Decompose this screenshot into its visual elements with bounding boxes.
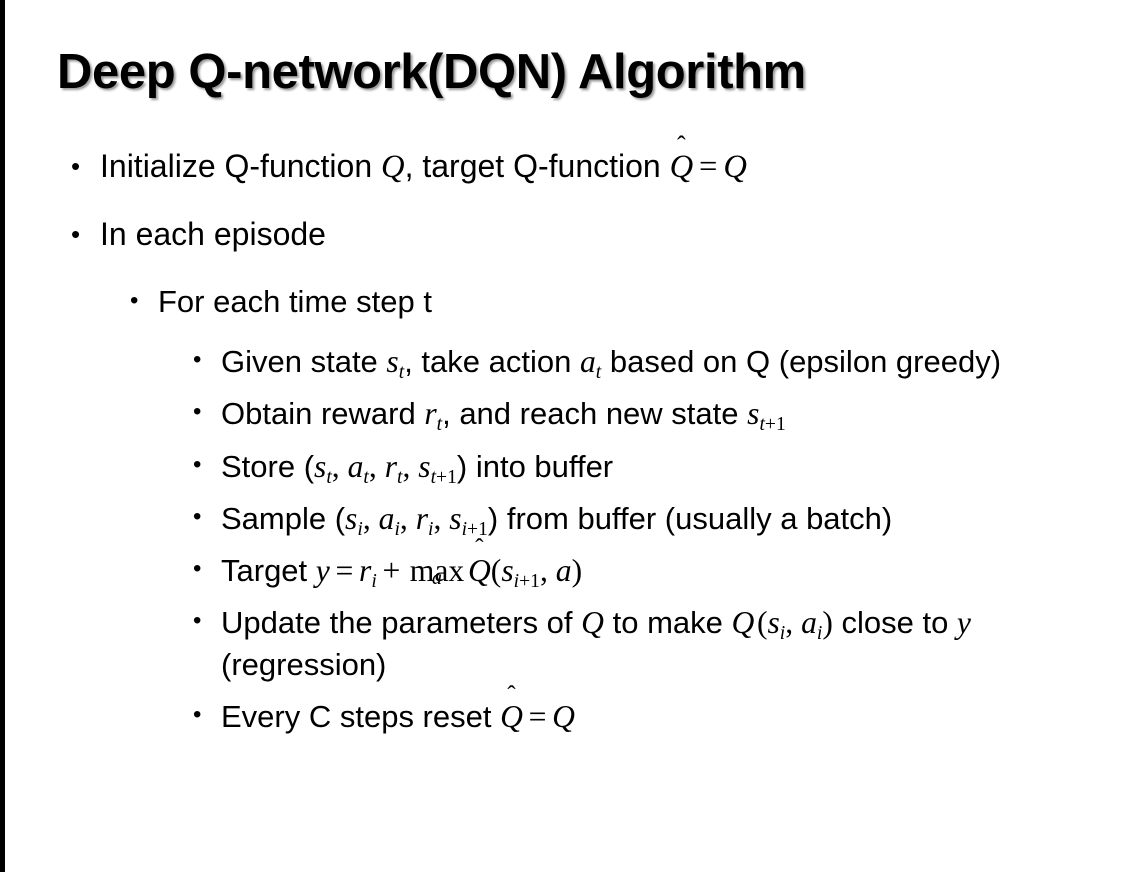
text-run: Target [221,552,316,588]
bullet-marker: • [193,398,202,426]
math-tuple-t: st, at, rt, st+1 [314,448,457,488]
bullet-text: Update the parameters of Q to make Q (si… [221,601,1073,686]
text-run: ) into buffer [456,448,614,484]
text-run: to make [603,605,732,641]
math-q-hat-equals-q: ̂Q=Q [670,149,747,185]
text-run: Given state [221,344,387,380]
bullet-given-state-take-action: • Given state st, take action at based o… [193,340,1073,383]
bullet-for-each-time-step: • For each time step t [130,282,1070,322]
q-hat-group: ̂Q [467,552,491,588]
bullet-marker: • [71,151,81,181]
bullet-target-equation: • Target y=ri+maxâQ(si+1, a) [193,549,1073,592]
bullet-text: Initialize Q-function Q, target Q-functi… [100,146,1071,188]
level-three-bullet-list: • Given state st, take action at based o… [0,340,1124,738]
math-a-t: at [579,344,602,384]
bullet-marker: • [193,554,202,582]
math-q: Q [381,149,405,185]
text-run: Sample ( [221,500,346,536]
q-hat-group: ̂Q [669,149,694,185]
math-q-hat-equals-q: ̂Q=Q [500,699,575,734]
bullet-in-each-episode: • In each episode [71,214,1071,256]
text-run: ) from buffer (usually a batch) [487,500,893,536]
bullet-marker: • [193,502,202,530]
bullet-store-transition-into-buffer: • Store (st, at, rt, st+1) into buffer [193,445,1073,488]
bullet-marker: • [193,346,202,374]
equals-sign: = [528,699,547,735]
text-run: (regression) [221,647,387,683]
slide-title: Deep Q-network(DQN) Algorithm [57,45,806,99]
text-run: Initialize Q-function [100,148,382,184]
math-q-of-s-i-a-i: Q (si, ai) [731,605,833,644]
math-r-t: rt [424,396,443,436]
bullet-marker: • [193,607,202,635]
text-run: , take action [404,344,580,380]
text-run: based on Q (epsilon greedy) [601,344,1002,380]
bullet-text: For each time step t [158,284,432,320]
subscript-t-plus-1: t+1 [759,414,786,436]
bullet-text: Target y=ri+maxâQ(si+1, a) [221,549,1073,592]
text-run: Store ( [221,448,315,484]
text-run: close to [832,605,957,641]
bullet-sample-from-buffer: • Sample (si, ai, ri, si+1) from buffer … [193,497,1073,540]
text-run: , and reach new state [442,396,748,432]
bullet-text: Store (st, at, rt, st+1) into buffer [221,445,1073,488]
math-s-t-plus-1: st+1 [747,396,786,436]
bullet-marker: • [130,287,139,315]
bullet-obtain-reward-reach-new-state: • Obtain reward rt, and reach new state … [193,392,1073,435]
bullet-text: Given state st, take action at based on … [221,340,1073,383]
bullet-every-c-steps-reset: • Every C steps reset ̂Q=Q [193,695,1073,738]
bullet-text: Sample (si, ai, ri, si+1) from buffer (u… [221,497,1073,540]
bullet-marker: • [193,701,202,729]
equals-sign: = [699,149,718,185]
bullet-text: Obtain reward rt, and reach new state st… [221,392,1073,435]
slide-body: • Initialize Q-function Q, target Q-func… [0,146,1124,748]
math-y: y [956,605,971,641]
bullet-text: Every C steps reset ̂Q=Q [221,695,1073,738]
math-s-t: st [386,344,405,384]
bullet-marker: • [193,450,202,478]
bullet-marker: • [71,219,81,250]
max-limit-variable: a [431,566,443,589]
text-run: Every C steps reset [221,699,501,735]
text-run: , target Q-function [404,148,670,184]
bullet-initialize-q-function: • Initialize Q-function Q, target Q-func… [71,146,1071,188]
bullet-update-parameters-regression: • Update the parameters of Q to make Q (… [193,601,1073,686]
math-target-expression: y=ri+maxâQ(si+1, a) [316,552,582,591]
subscript-i-plus-1: i+1 [513,570,540,592]
bullet-text: In each episode [100,216,326,253]
q-hat-group: ̂Q [500,699,523,735]
text-run: Update the parameters of [221,605,582,641]
text-run: Obtain reward [221,396,425,432]
equals-sign: = [335,552,354,588]
plus-sign: + [382,552,401,588]
math-tuple-i: si, ai, ri, si+1 [345,500,488,540]
slide-left-edge-bar [0,0,5,872]
math-q: Q [581,605,604,641]
